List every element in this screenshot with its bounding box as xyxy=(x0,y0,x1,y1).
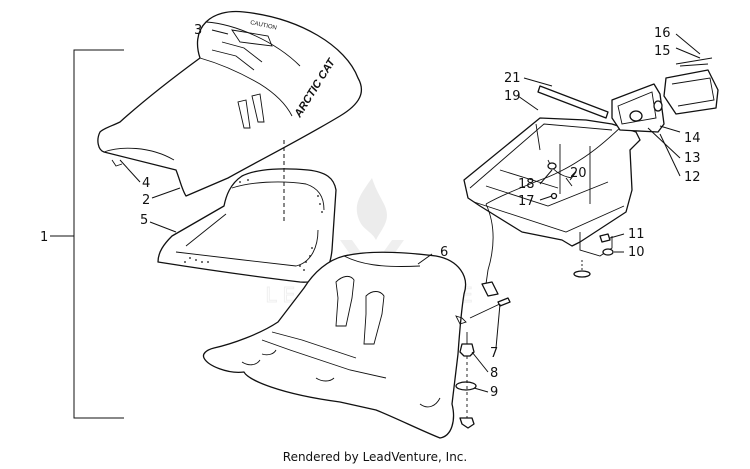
callout-3: 3 xyxy=(194,23,202,38)
callout-16: 16 xyxy=(654,26,671,41)
callout-10: 10 xyxy=(628,245,645,260)
callout-6: 6 xyxy=(440,245,448,260)
watermark-v-icon xyxy=(340,240,404,285)
watermark-flame-icon xyxy=(356,178,387,240)
seat-foam xyxy=(157,168,337,283)
nut-washer-set xyxy=(573,233,614,278)
seat-base xyxy=(202,251,467,439)
callout-2: 2 xyxy=(142,193,150,208)
callout-21: 21 xyxy=(504,71,521,86)
callout-11: 11 xyxy=(628,227,645,242)
callout-13: 13 xyxy=(684,151,701,166)
callout-9: 9 xyxy=(490,385,498,400)
callout-labels: 1 2 3 4 5 6 7 8 9 10 11 12 13 14 15 16 1… xyxy=(40,23,701,400)
callout-4: 4 xyxy=(142,176,150,191)
wire-harness xyxy=(481,119,629,297)
callout-15: 15 xyxy=(654,44,671,59)
seat-caution-text: CAUTION xyxy=(250,20,278,31)
callout-17: 17 xyxy=(518,194,535,209)
strip xyxy=(537,85,609,119)
pin xyxy=(469,297,511,319)
footer-credit: Rendered by LeadVenture, Inc. xyxy=(282,450,468,464)
callout-20: 20 xyxy=(570,166,587,181)
callout-8: 8 xyxy=(490,366,498,381)
callout-18: 18 xyxy=(518,177,535,192)
assembly-bracket xyxy=(50,49,124,419)
callout-19: 19 xyxy=(504,89,521,104)
seat-cover: ARCTIC CAT CAUTION xyxy=(97,10,363,197)
rivet xyxy=(459,332,475,357)
callout-14: 14 xyxy=(684,131,701,146)
callout-7: 7 xyxy=(490,346,498,361)
foam-dots xyxy=(184,179,323,271)
rack xyxy=(463,117,641,257)
callout-12: 12 xyxy=(684,170,701,185)
callout-1: 1 xyxy=(40,230,48,245)
tail-light xyxy=(611,57,719,133)
leader-lines xyxy=(119,29,701,393)
washer-stack xyxy=(455,356,477,429)
callout-5: 5 xyxy=(140,213,148,228)
